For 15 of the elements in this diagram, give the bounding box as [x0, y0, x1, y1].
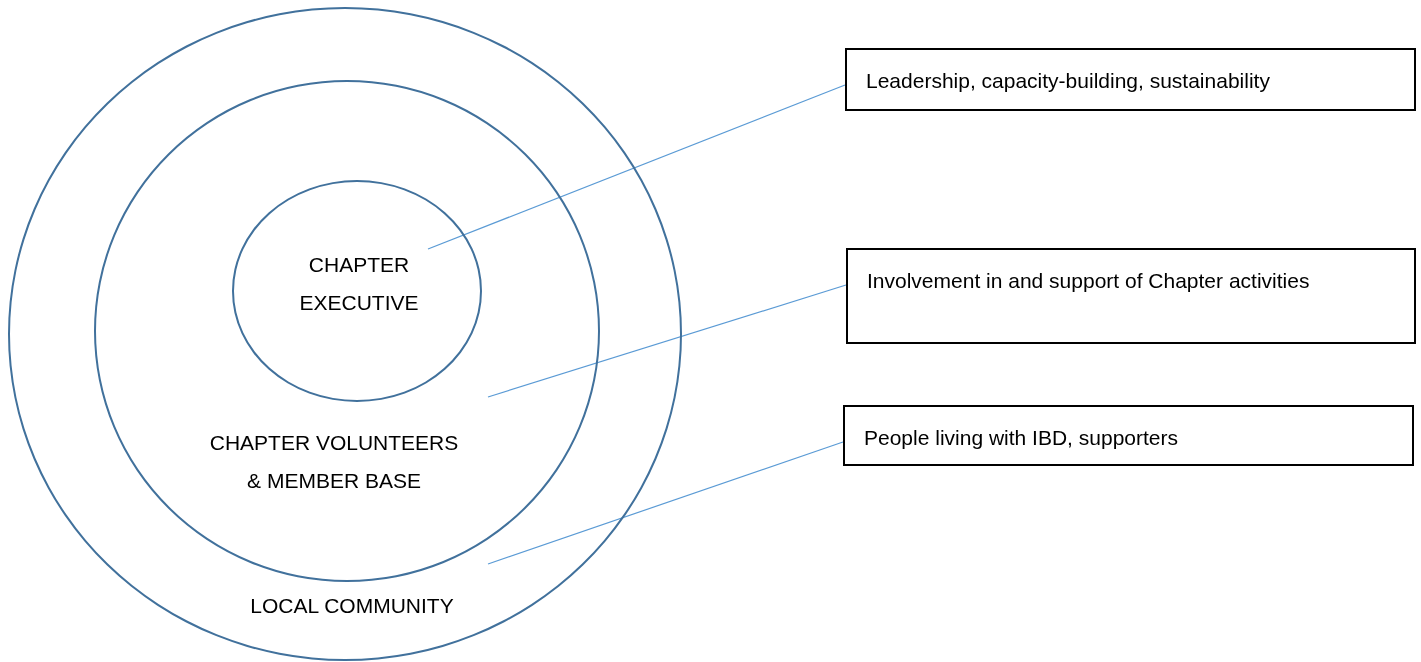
- region-label: CHAPTER VOLUNTEERS & MEMBER BASE: [208, 430, 460, 494]
- text-box: [846, 248, 1416, 344]
- leader-line: [487, 441, 844, 565]
- region-label: CHAPTER EXECUTIVE: [298, 252, 420, 316]
- leader-line: [427, 84, 846, 250]
- box-text: Leadership, capacity-building, sustainability: [866, 68, 1271, 94]
- box-text: Involvement in and support of Chapter activities: [867, 268, 1311, 294]
- circle-region: [8, 7, 682, 661]
- box-text: People living with IBD, supporters: [864, 425, 1179, 451]
- text-box: [843, 405, 1414, 466]
- circle-region: [94, 80, 600, 582]
- text-box: [845, 48, 1416, 111]
- leader-line: [487, 284, 847, 398]
- region-label: LOCAL COMMUNITY: [249, 593, 455, 619]
- circle-region: [232, 180, 482, 402]
